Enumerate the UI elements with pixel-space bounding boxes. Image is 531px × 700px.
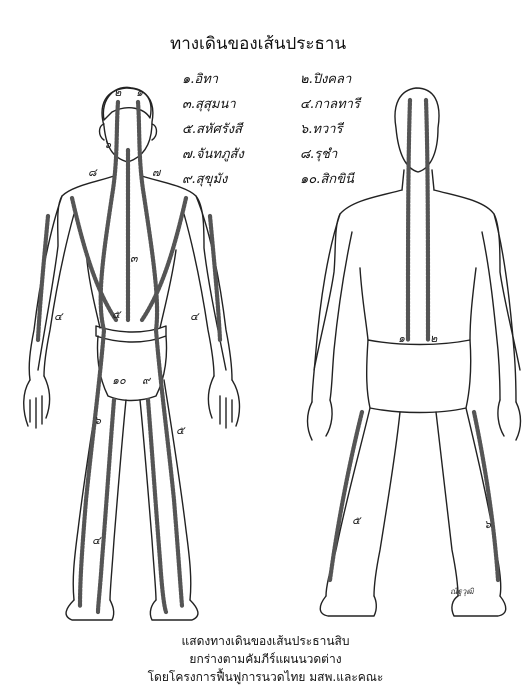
numeral-5: ๕ <box>112 308 122 321</box>
figure-caption: แสดงทางเดินของเส้นประธานสิบ ยกร่างตามคัม… <box>0 632 531 686</box>
numeral-6: ๖ <box>94 414 102 427</box>
back-figure: ๑ ๒ ๕ ๖ ณัฐวุฒิ <box>308 88 521 616</box>
back-sen-lines <box>330 100 498 580</box>
caption-line: แสดงทางเดินของเส้นประธานสิบ <box>0 632 531 650</box>
back-hand-left <box>308 400 333 440</box>
sen-line <box>80 102 118 606</box>
front-hand-right <box>208 376 239 428</box>
back-head-outline <box>395 88 439 172</box>
sen-line <box>426 100 428 340</box>
artist-signature: ณัฐวุฒิ <box>450 587 475 597</box>
numeral-4: ๔ <box>54 310 64 323</box>
numeral-5: ๕ <box>176 424 186 437</box>
numeral-7: ๗ <box>152 166 162 179</box>
back-torso <box>314 190 520 370</box>
numeral-1: ๑ <box>136 86 143 99</box>
front-foot-left <box>66 600 114 620</box>
numeral-3: ๓ <box>130 252 139 265</box>
back-waist <box>360 268 476 340</box>
front-figure: ๒ ๑ ๖ ๘ ๗ ๓ ๔ ๔ ๕ ๑๐ ๙ ๖ ๕ ๔ <box>24 86 240 620</box>
back-hand-right <box>498 400 521 440</box>
front-hand-left <box>24 376 50 428</box>
back-foot-left <box>320 596 376 616</box>
numeral-6: ๖ <box>484 518 492 531</box>
numeral-9: ๙ <box>142 374 152 387</box>
numeral-4: ๔ <box>92 534 102 547</box>
front-sen-lines <box>38 102 220 612</box>
sen-line <box>330 412 362 580</box>
numeral-8: ๘ <box>88 166 98 179</box>
numeral-2: ๒ <box>430 332 438 345</box>
front-hair <box>103 87 151 120</box>
front-arm-right <box>184 196 232 380</box>
caption-line: ยกร่างตามคัมภีร์แผนนวดต่าง <box>0 650 531 668</box>
front-ear-right <box>152 124 157 140</box>
numeral-2: ๒ <box>114 86 122 99</box>
numeral-4: ๔ <box>190 310 200 323</box>
numeral-1: ๑ <box>398 332 405 345</box>
numeral-5: ๕ <box>352 514 362 527</box>
back-loincloth <box>367 340 471 413</box>
numeral-10: ๑๐ <box>112 374 126 387</box>
back-foot-right <box>452 596 506 616</box>
sen-line <box>148 400 166 612</box>
numeral-6: ๖ <box>104 138 112 151</box>
sen-line <box>408 100 410 340</box>
front-foot-right <box>150 600 198 620</box>
back-arm-left <box>312 214 352 402</box>
back-leg-left <box>326 408 400 596</box>
caption-line: โดยโครงการฟื้นฟูการนวดไทย มสพ.และคณะ <box>0 668 531 686</box>
